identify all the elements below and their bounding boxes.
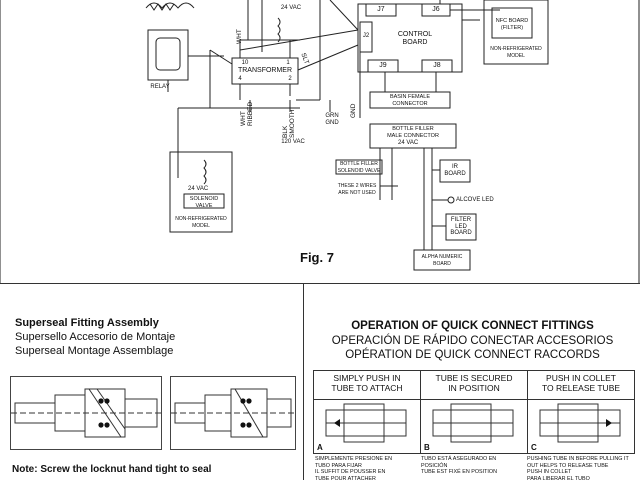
- bottle-filler-connector-label: BOTTLE FILLER MALE CONNECTOR: [387, 126, 439, 139]
- relay-label: RELAY: [150, 84, 170, 90]
- superseal-subtitle-es: Supersello Accesorio de Montaje: [15, 331, 176, 343]
- basin-connector-label: BASIN FEMALE CONNECTOR: [389, 94, 431, 107]
- alpha-numeric-board-label: ALPHA NUMERIC BOARD: [421, 254, 463, 267]
- ir-board-label: IR BOARD: [444, 164, 466, 177]
- j2-label: J2: [362, 33, 370, 39]
- step-a-letter: A: [317, 443, 323, 452]
- pin-10-label: 10: [241, 60, 249, 66]
- fitting-illustration-1: [10, 376, 162, 450]
- nfc-model-note: NON-REFRIGERATED MODEL: [490, 46, 542, 59]
- vac-120-label: 120 VAC: [281, 139, 305, 145]
- step-attach: SIMPLY PUSH IN TUBE TO ATTACH A: [314, 371, 421, 453]
- j9-label: J9: [379, 62, 387, 69]
- pin-4-label: 4: [238, 76, 242, 82]
- alcove-led-label: ALCOVE LED: [456, 197, 494, 203]
- unused-wires-label: THESE 2 WIRES ARE NOT USED: [337, 183, 377, 196]
- nfc-board-label: NFC BOARD (FILTER): [495, 18, 529, 31]
- solenoid-valve-label: SOLENOID VALVE: [189, 196, 219, 209]
- superseal-panel: Superseal Fitting Assembly Supersello Ac…: [0, 284, 304, 480]
- step-release-note: PUSHING TUBE IN BEFORE PULLING IT OUT HE…: [527, 456, 629, 482]
- step-release-diagram: [539, 403, 621, 443]
- step-c-letter: C: [531, 443, 537, 452]
- quick-connect-title-fr: OPÉRATION DE QUICK CONNECT RACCORDS: [345, 349, 600, 361]
- step-secured-heading: TUBE IS SECURED IN POSITION: [421, 373, 527, 400]
- wht-top-label: WHT: [236, 29, 243, 44]
- solenoid-model-note: NON-REFRIGERATED MODEL: [175, 216, 227, 229]
- filter-led-board-label: FILTER LED BOARD: [450, 217, 472, 236]
- figure-caption: Fig. 7: [300, 250, 334, 265]
- blk-smooth-label: BLK SMOOTH: [282, 109, 296, 138]
- control-board-label: CONTROL BOARD: [397, 31, 433, 46]
- bottle-filler-solenoid-label: BOTTLE FILLER SOLENOID VALVE: [337, 161, 381, 174]
- quick-connect-steps: SIMPLY PUSH IN TUBE TO ATTACH A TUBE IS …: [313, 370, 635, 454]
- superseal-title: Superseal Fitting Assembly: [15, 317, 159, 329]
- wiring-diagram: 24 VAC WHT SLT 10 1 4 2 TRANSFORMER RELA…: [0, 0, 640, 284]
- locknut-note: Note: Screw the locknut hand tight to se…: [12, 464, 212, 475]
- step-attach-note: SIMPLEMENTE PRESIONE EN TUBO PARA FIJAR …: [315, 456, 392, 482]
- step-attach-diagram: [325, 403, 407, 443]
- j8-label: J8: [433, 62, 441, 69]
- superseal-subtitle-fr: Superseal Montage Assemblage: [15, 345, 174, 357]
- wht-ribbed-label: WHT RIBBED: [240, 101, 254, 126]
- quick-connect-title-es: OPERACIÓN DE RÁPIDO CONECTAR ACCESORIOS: [331, 335, 614, 347]
- step-release: PUSH IN COLLET TO RELEASE TUBE C: [528, 371, 634, 453]
- pin-2-label: 2: [288, 76, 292, 82]
- j7-label: J7: [377, 6, 385, 13]
- pin-1-label: 1: [286, 60, 290, 66]
- fitting-illustration-2: [170, 376, 296, 450]
- quick-connect-panel: OPERATION OF QUICK CONNECT FITTINGS OPER…: [305, 284, 640, 482]
- transformer-label: TRANSFORMER: [237, 67, 293, 74]
- step-b-letter: B: [424, 443, 430, 452]
- step-release-heading: PUSH IN COLLET TO RELEASE TUBE: [528, 373, 634, 400]
- quick-connect-title-en: OPERATION OF QUICK CONNECT FITTINGS: [351, 320, 594, 332]
- grn-gnd-label: GRN GND: [325, 113, 339, 126]
- vac-24-bf-label: 24 VAC: [398, 140, 419, 146]
- vac-24-solenoid-label: 24 VAC: [188, 186, 209, 192]
- step-attach-heading: SIMPLY PUSH IN TUBE TO ATTACH: [314, 373, 420, 400]
- wiring-lines: [0, 0, 640, 283]
- gnd-label: GND: [350, 103, 357, 118]
- step-secured-diagram: [432, 403, 514, 443]
- j6-label: J6: [432, 6, 440, 13]
- step-secured: TUBE IS SECURED IN POSITION B: [421, 371, 528, 453]
- vac-24-top-label: 24 VAC: [280, 5, 302, 11]
- step-secured-note: TUBO ESTÁ ASEGURADO EN POSICIÓN TUBE EST…: [421, 456, 497, 476]
